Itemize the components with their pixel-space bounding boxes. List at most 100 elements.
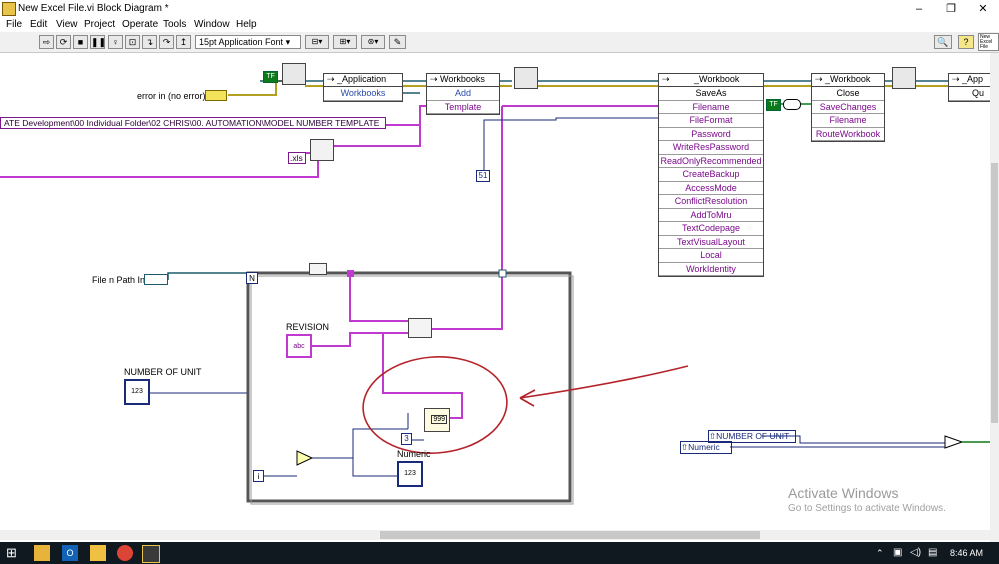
folders-icon[interactable] bbox=[90, 545, 106, 561]
close-param-savechanges[interactable]: SaveChanges bbox=[812, 101, 884, 114]
menu-file[interactable]: File bbox=[6, 19, 23, 30]
distribute-objects-icon[interactable]: ⊞▾ bbox=[333, 35, 357, 49]
volume-icon[interactable]: ◁) bbox=[910, 547, 922, 558]
horizontal-scrollbar[interactable] bbox=[0, 530, 990, 540]
workbook-close-invoke-node[interactable]: ⇢ _Workbook Close SaveChanges Filename R… bbox=[811, 73, 885, 142]
saveas-param-textcodepage[interactable]: TextCodepage bbox=[659, 222, 763, 236]
highlight-execution-icon[interactable]: ♀ bbox=[108, 35, 123, 49]
app-quit-method[interactable]: Qu bbox=[949, 87, 990, 101]
menu-edit[interactable]: Edit bbox=[30, 19, 48, 30]
saveas-param-textvisuallayout[interactable]: TextVisualLayout bbox=[659, 236, 763, 249]
step-over-icon[interactable]: ↷ bbox=[159, 35, 174, 49]
workbook-saveas-invoke-node[interactable]: ⇢ _Workbook SaveAs Filename FileFormat P… bbox=[658, 73, 764, 277]
search-icon[interactable]: 🔍 bbox=[934, 35, 952, 49]
app-quit-node-title: ⇢ _App bbox=[949, 74, 990, 87]
saveas-param-password[interactable]: Password bbox=[659, 128, 763, 141]
saveas-param-local[interactable]: Local bbox=[659, 249, 763, 263]
workbooks-node-title: ⇢ Workbooks bbox=[427, 74, 499, 87]
block-diagram[interactable]: error in (no error) TF ⇢ _Application Wo… bbox=[0, 53, 990, 542]
windows-start-icon[interactable]: ⊞ bbox=[6, 545, 17, 560]
saveas-param-workidentity[interactable]: WorkIdentity bbox=[659, 263, 763, 276]
menu-tools[interactable]: Tools bbox=[163, 19, 187, 30]
vertical-scrollbar[interactable] bbox=[990, 53, 999, 542]
activate-windows-title: Activate Windows bbox=[788, 485, 899, 501]
template-path-constant[interactable]: ATE Development\00 Individual Folder\02 … bbox=[0, 117, 386, 129]
window-title: New Excel File.vi Block Diagram * bbox=[18, 3, 169, 14]
xls-extension-constant[interactable]: .xls bbox=[288, 152, 306, 164]
workbooks-add-method[interactable]: Add bbox=[427, 87, 499, 101]
variant-to-data-node[interactable] bbox=[514, 67, 538, 89]
file-format-constant[interactable]: 51 bbox=[476, 170, 490, 182]
saveas-param-fileformat[interactable]: FileFormat bbox=[659, 114, 763, 128]
menu-bar: File Edit View Project Operate Tools Win… bbox=[0, 18, 999, 32]
close-method[interactable]: Close bbox=[812, 87, 884, 101]
width-constant[interactable]: 3 bbox=[401, 433, 412, 445]
number-to-decimal-string-node[interactable]: 999 bbox=[424, 408, 450, 432]
saveas-param-filename[interactable]: Filename bbox=[659, 101, 763, 114]
revision-terminal[interactable]: abc bbox=[286, 334, 312, 358]
action-center-icon[interactable]: ▤ bbox=[928, 547, 938, 558]
numeric-label: Numeric bbox=[397, 449, 431, 459]
restore-icon[interactable]: ❐ bbox=[946, 3, 956, 15]
horizontal-scroll-thumb[interactable] bbox=[380, 531, 760, 539]
loop-count-terminal[interactable]: N bbox=[246, 272, 258, 284]
clean-up-diagram-icon[interactable]: ✎ bbox=[389, 35, 406, 49]
font-select[interactable]: 15pt Application Font ▾ bbox=[195, 35, 301, 49]
menu-window[interactable]: Window bbox=[194, 19, 230, 30]
menu-help[interactable]: Help bbox=[236, 19, 257, 30]
saveas-param-readonlyrecommended[interactable]: ReadOnlyRecommended bbox=[659, 155, 763, 168]
step-out-icon[interactable]: ↥ bbox=[176, 35, 191, 49]
saveas-param-createbackup[interactable]: CreateBackup bbox=[659, 168, 763, 182]
help-icon[interactable]: ? bbox=[958, 35, 974, 49]
network-icon[interactable]: ▣ bbox=[893, 547, 903, 558]
error-in-terminal[interactable] bbox=[205, 90, 227, 101]
numeric-indicator-terminal[interactable]: 123 bbox=[397, 461, 423, 487]
menu-project[interactable]: Project bbox=[84, 19, 116, 30]
run-icon[interactable]: ⇨ bbox=[39, 35, 54, 49]
application-quit-invoke-node[interactable]: ⇢ _App Qu bbox=[948, 73, 990, 102]
build-path-node[interactable] bbox=[310, 139, 334, 161]
application-node-title: ⇢ _Application bbox=[324, 74, 402, 87]
file-explorer-icon[interactable] bbox=[34, 545, 50, 561]
labview-icon[interactable] bbox=[142, 545, 160, 563]
workbooks-invoke-node[interactable]: ⇢ Workbooks Add Template bbox=[426, 73, 500, 115]
workbooks-template-param[interactable]: Template bbox=[427, 101, 499, 114]
file-path-in-terminal[interactable] bbox=[144, 274, 168, 285]
abort-icon[interactable]: ■ bbox=[73, 35, 88, 49]
saveas-param-conflictresolution[interactable]: ConflictResolution bbox=[659, 195, 763, 209]
align-objects-icon[interactable]: ⊟▾ bbox=[305, 35, 329, 49]
number-of-unit-terminal[interactable]: 123 bbox=[124, 379, 150, 405]
run-continuously-icon[interactable]: ⟳ bbox=[56, 35, 71, 49]
close-param-filename[interactable]: Filename bbox=[812, 114, 884, 128]
step-into-icon[interactable]: ↴ bbox=[142, 35, 157, 49]
tray-chevron-icon[interactable]: ⌃ bbox=[876, 548, 884, 558]
pause-icon[interactable]: ❚❚ bbox=[90, 35, 107, 49]
saveas-method[interactable]: SaveAs bbox=[659, 87, 763, 101]
application-workbooks-property[interactable]: Workbooks bbox=[324, 87, 402, 101]
chrome-icon[interactable] bbox=[117, 545, 133, 561]
outlook-icon[interactable]: O bbox=[62, 545, 78, 561]
vertical-scroll-thumb[interactable] bbox=[991, 163, 998, 423]
saveas-param-addtomru[interactable]: AddToMru bbox=[659, 209, 763, 222]
concatenate-strings-node[interactable] bbox=[408, 318, 432, 338]
save-changes-true-constant[interactable]: TF bbox=[766, 99, 781, 111]
menu-view[interactable]: View bbox=[56, 19, 78, 30]
menu-operate[interactable]: Operate bbox=[122, 19, 159, 30]
reorder-icon[interactable]: ⊛▾ bbox=[361, 35, 385, 49]
numeric-local-variable[interactable]: ⇧Numeric bbox=[680, 441, 732, 454]
true-constant[interactable]: TF bbox=[263, 71, 278, 83]
taskbar-clock[interactable]: 8:46 AM bbox=[950, 548, 984, 558]
loop-iteration-terminal[interactable]: i bbox=[253, 470, 264, 482]
close-reference-node[interactable] bbox=[892, 67, 916, 89]
minimize-icon[interactable]: – bbox=[915, 3, 923, 15]
saveas-param-accessmode[interactable]: AccessMode bbox=[659, 182, 763, 195]
build-path-icon[interactable] bbox=[309, 263, 327, 275]
automation-open-node[interactable] bbox=[282, 63, 306, 85]
close-icon[interactable]: ✕ bbox=[978, 3, 988, 15]
close-param-routeworkbook[interactable]: RouteWorkbook bbox=[812, 128, 884, 141]
application-property-node[interactable]: ⇢ _Application Workbooks bbox=[323, 73, 403, 102]
saveas-param-writerespassword[interactable]: WriteResPassword bbox=[659, 141, 763, 155]
number-of-unit-local-variable[interactable]: ⇧NUMBER OF UNIT bbox=[708, 430, 796, 443]
retain-wire-values-icon[interactable]: ⊡ bbox=[125, 35, 140, 49]
